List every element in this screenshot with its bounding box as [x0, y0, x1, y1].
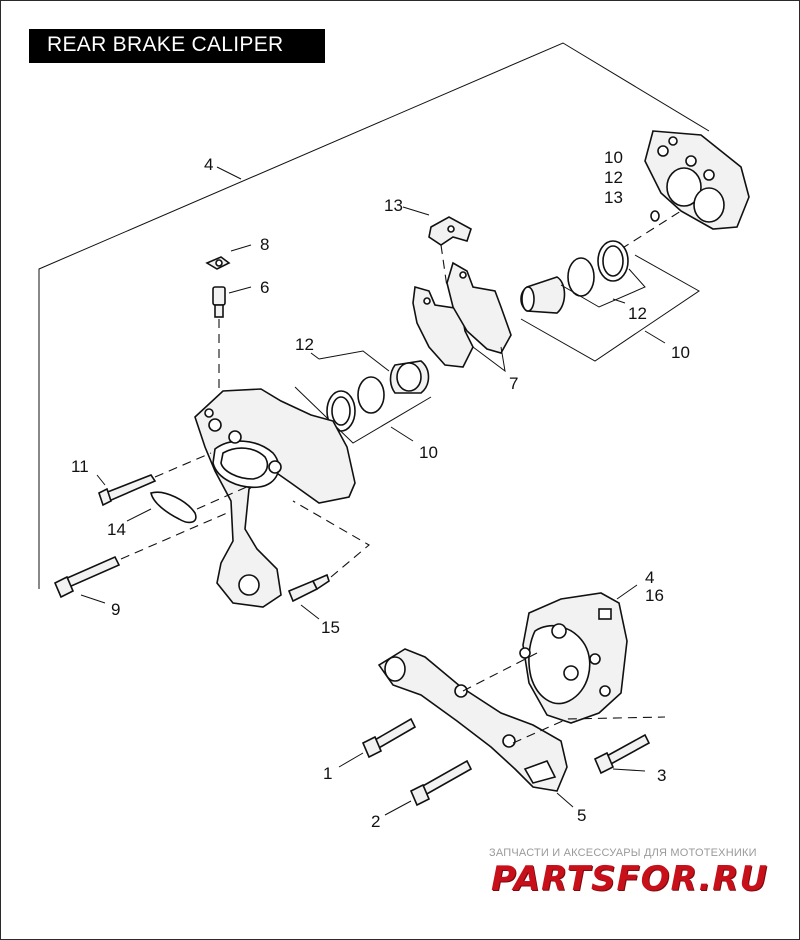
callout-4-lower: 4 [645, 568, 654, 587]
brake-pads-7 [412, 261, 512, 368]
leader-14 [126, 508, 152, 522]
axis-upper-right [620, 210, 682, 250]
callout-10-left: 10 [419, 443, 438, 462]
bolt-11 [98, 474, 157, 507]
leader-1 [338, 752, 364, 768]
bracket-10-right [520, 254, 700, 362]
bolt-2 [409, 759, 473, 807]
callout-10-right: 10 [671, 343, 690, 362]
title-bar: REAR BRAKE CALIPER [29, 29, 325, 63]
page-title: REAR BRAKE CALIPER [47, 33, 284, 56]
leader-4-lower [616, 584, 638, 600]
callout-12-top: 12 [604, 168, 623, 187]
bolt-9 [53, 555, 121, 599]
leader-9 [80, 594, 106, 604]
piston-set-left [326, 360, 430, 432]
leader-5 [556, 792, 574, 808]
axis-clip-13 [440, 244, 448, 288]
watermark-brand: PARTSFOR.RU [491, 859, 769, 899]
o-ring-14 [150, 491, 197, 524]
callout-3: 3 [657, 766, 666, 785]
bolt-1 [361, 717, 417, 759]
pad-spring-13 [428, 216, 472, 246]
assembly-bracket-line [38, 42, 710, 589]
bleeder-washer-13 [650, 210, 660, 222]
bolt-3 [593, 733, 651, 775]
leader-3 [612, 768, 646, 772]
leader-6 [228, 286, 252, 294]
callout-10-top: 10 [604, 148, 623, 167]
leader-4-top [216, 166, 242, 180]
callout-11: 11 [71, 457, 89, 476]
leader-15 [300, 604, 320, 620]
pin-15 [287, 573, 330, 603]
callout-12-left: 12 [295, 335, 314, 354]
leader-12-left [310, 352, 320, 360]
callout-13-top: 13 [604, 188, 623, 207]
callout-6: 6 [260, 278, 269, 297]
callout-8: 8 [260, 235, 269, 254]
bleeder-cap-8 [205, 256, 231, 270]
axis-oring-14 [196, 484, 252, 510]
callout-16: 16 [645, 586, 664, 605]
bracket-10-left [294, 386, 432, 444]
leader-10-right [644, 330, 666, 344]
callout-12-right: 12 [628, 304, 647, 323]
bracket-12-left [318, 350, 390, 372]
caliper-half-inner [194, 388, 356, 608]
piston-set-right [520, 240, 629, 314]
caliper-assembly-lower [519, 592, 628, 724]
callout-15: 15 [321, 618, 340, 637]
callout-9: 9 [111, 600, 120, 619]
leader-13-clip [402, 206, 430, 216]
leader-10-left [390, 426, 414, 442]
callout-7: 7 [509, 374, 518, 393]
leader-12-right [612, 298, 626, 304]
watermark-tagline: ЗАПЧАСТИ И АКСЕССУАРЫ ДЛЯ МОТОТЕХНИКИ [489, 847, 757, 859]
axis-bracket-lower [512, 716, 666, 744]
callout-13-clip: 13 [384, 196, 403, 215]
axis-bolt-11 [154, 452, 212, 478]
callout-5: 5 [577, 806, 586, 825]
leader-7 [472, 346, 506, 373]
caliper-half-outer [644, 130, 750, 230]
leader-8 [230, 244, 252, 252]
axis-pin-15 [292, 500, 370, 578]
axis-bolt-9 [120, 512, 228, 560]
leader-11 [96, 474, 106, 486]
callout-14: 14 [107, 520, 126, 539]
bracket-12-right [560, 268, 646, 308]
callout-4-top: 4 [204, 155, 213, 174]
leader-2 [384, 800, 412, 816]
mounting-bracket-5 [377, 648, 568, 792]
callout-1: 1 [323, 764, 332, 783]
callout-2: 2 [371, 812, 380, 831]
bleeder-valve-6 [212, 286, 226, 318]
